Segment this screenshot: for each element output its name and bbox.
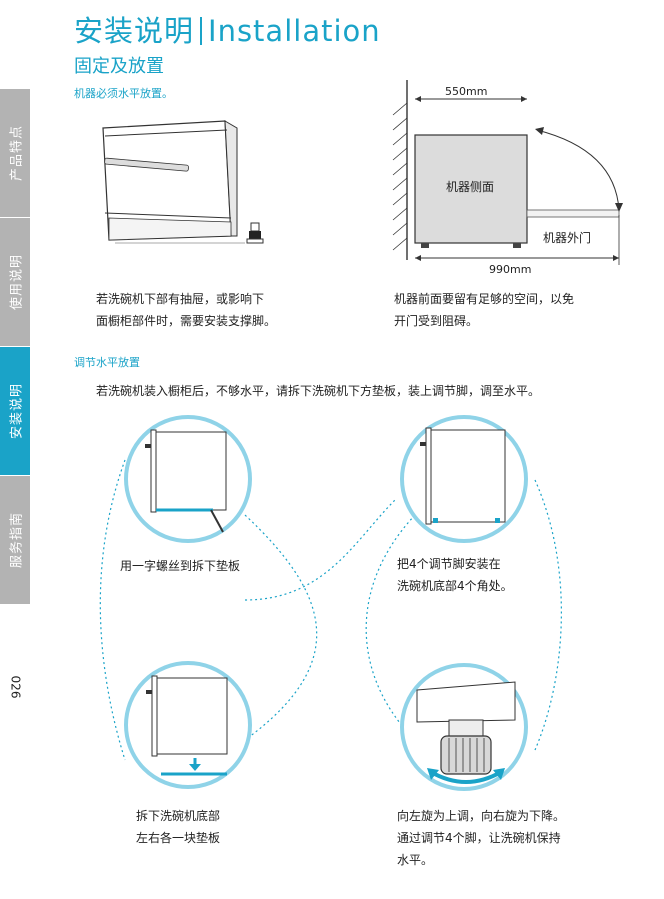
title-divider xyxy=(200,17,203,45)
total-label: 990mm xyxy=(489,263,531,275)
sidebar-tab-label: 安装说明 xyxy=(9,382,25,440)
leveling-heading: 调节水平放置 xyxy=(74,356,140,369)
step3-circle xyxy=(124,661,252,789)
level-note: 机器必须水平放置。 xyxy=(74,87,173,100)
machine-side-box xyxy=(414,134,528,244)
drawer-caption: 若洗碗机下部有抽屉，或影响下 面橱柜部件时，需要安装支撑脚。 xyxy=(96,292,277,328)
adjustable-foot-icon xyxy=(440,735,492,775)
step4-caption: 向左旋为上调，向右旋为下降。 通过调节4个脚，让洗碗机保持 水平。 xyxy=(397,809,566,867)
step1-circle xyxy=(124,415,252,543)
sidebar-tab-features[interactable]: 产品特点 xyxy=(0,89,30,217)
step2-caption: 把4个调节脚安装在 洗碗机底部4个角处。 xyxy=(397,557,513,593)
step2-circle xyxy=(400,415,528,543)
sidebar-tab-label: 服务指南 xyxy=(9,511,25,569)
section-heading: 固定及放置 xyxy=(74,56,164,77)
sidebar-tab-usage[interactable]: 使用说明 xyxy=(0,218,30,346)
door-swing-arc xyxy=(536,129,620,211)
leveling-intro: 若洗碗机装入橱柜后，不够水平，请拆下洗碗机下方垫板，装上调节脚，调至水平。 xyxy=(96,384,541,398)
side-label: 机器侧面 xyxy=(446,180,494,194)
sidebar-tab-label: 产品特点 xyxy=(9,124,25,182)
step1-caption: 用一字螺丝到拆下垫板 xyxy=(120,559,241,573)
sidebar-tab-service[interactable]: 服务指南 xyxy=(0,476,30,604)
support-foot-icon xyxy=(246,222,264,244)
step-flow-connector xyxy=(99,459,562,761)
clearance-caption: 机器前面要留有足够的空间，以免 开门受到阻碍。 xyxy=(394,292,575,328)
page-title: 安装说明 Installation xyxy=(74,8,381,50)
depth-label: 550mm xyxy=(445,85,487,98)
dishwasher-illustration xyxy=(102,120,264,244)
step3-caption: 拆下洗碗机底部 左右各一块垫板 xyxy=(136,809,221,845)
open-door xyxy=(526,209,620,218)
title-cn: 安装说明 xyxy=(74,14,195,48)
title-en: Installation xyxy=(208,14,381,48)
step4-circle xyxy=(400,663,528,791)
clearance-diagram: 550mm 机器侧面 机器外门 990mm xyxy=(392,80,623,275)
door-label: 机器外门 xyxy=(543,230,591,245)
sidebar-tab-label: 使用说明 xyxy=(9,253,25,311)
page-number: 026 xyxy=(8,675,23,699)
rotate-arrow-icon xyxy=(430,770,502,784)
sidebar-tab-installation[interactable]: 安装说明 xyxy=(0,347,30,475)
